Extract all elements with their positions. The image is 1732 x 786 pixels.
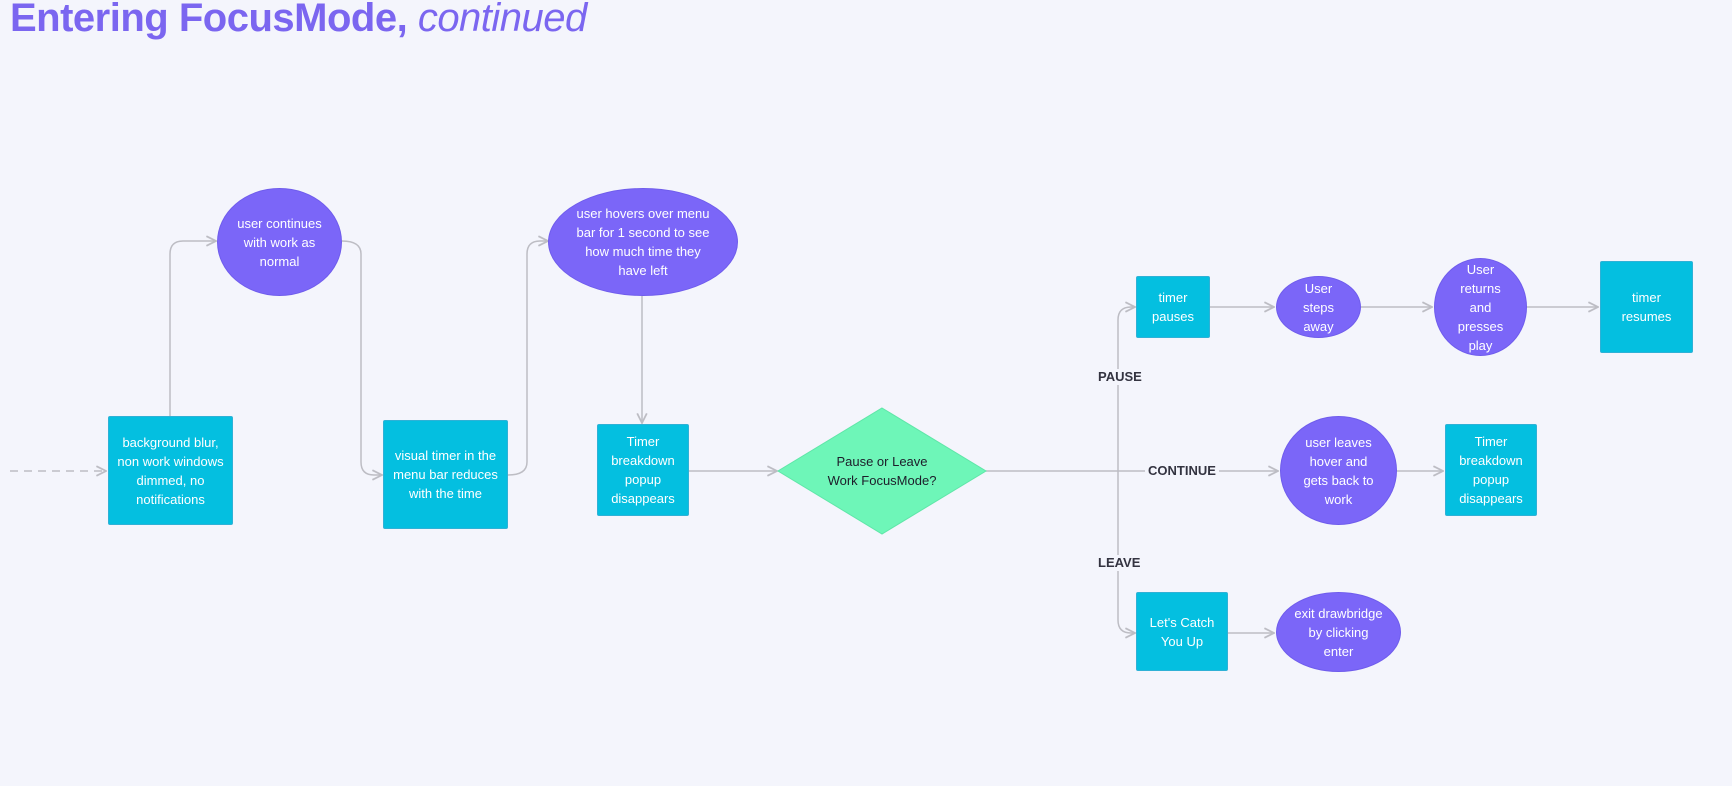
node-timer-breakdown-disappears-label: Timer breakdown popup disappears (611, 434, 675, 506)
node-user-leaves-hover-label: user leaves hover and gets back to work (1303, 434, 1374, 507)
node-user-returns-label: User returns and presses play (1457, 261, 1504, 353)
node-timer-pauses[interactable]: timer pauses (1136, 276, 1210, 338)
node-visual-timer[interactable]: visual timer in the menu bar reduces wit… (383, 420, 508, 529)
edge-blur-to-continues (169, 241, 216, 416)
edge-label-leave: LEAVE (1095, 555, 1144, 571)
node-user-continues[interactable]: user continues with work as normal (217, 188, 342, 296)
edge-branch-pause (1117, 307, 1135, 471)
node-timer-breakdown-disappears-2[interactable]: Timer breakdown popup disappears (1445, 424, 1537, 516)
edge-branch-leave (1117, 471, 1135, 633)
node-exit-drawbridge-label: exit drawbridge by clicking enter (1294, 605, 1383, 659)
edge-label-continue: CONTINUE (1145, 463, 1219, 479)
title-main: Entering FocusMode, (10, 0, 408, 40)
node-timer-resumes[interactable]: timer resumes (1600, 261, 1693, 353)
decision-label[interactable]: Pause or Leave Work FocusMode? (827, 454, 937, 488)
edge-continues-to-timer (341, 240, 382, 475)
node-timer-breakdown-disappears[interactable]: Timer breakdown popup disappears (597, 424, 689, 516)
node-timer-breakdown-disappears-2-label: Timer breakdown popup disappears (1459, 434, 1523, 506)
decision-diamond (777, 407, 987, 535)
page-title: Entering FocusMode, continued (10, 0, 587, 41)
node-visual-timer-label: visual timer in the menu bar reduces wit… (393, 448, 498, 501)
node-user-leaves-hover[interactable]: user leaves hover and gets back to work (1280, 416, 1397, 525)
edge-timer-to-hovers (507, 241, 548, 476)
node-timer-pauses-label: timer pauses (1152, 290, 1194, 324)
node-user-returns[interactable]: User returns and presses play (1434, 258, 1527, 356)
title-suffix: continued (417, 0, 587, 40)
node-background-blur-label: background blur, non work windows dimmed… (117, 434, 224, 507)
node-user-steps-away-label: User steps away (1302, 280, 1335, 334)
node-timer-resumes-label: timer resumes (1621, 290, 1672, 324)
node-user-hovers-label: user hovers over menu bar for 1 second t… (576, 206, 710, 278)
node-user-continues-label: user continues with work as normal (237, 215, 322, 269)
node-lets-catch-up-label: Let's Catch You Up (1149, 614, 1215, 649)
node-background-blur[interactable]: background blur, non work windows dimmed… (108, 416, 233, 525)
node-user-steps-away[interactable]: User steps away (1276, 276, 1361, 338)
edge-label-pause: PAUSE (1095, 369, 1145, 385)
node-exit-drawbridge[interactable]: exit drawbridge by clicking enter (1276, 592, 1401, 672)
node-lets-catch-up[interactable]: Let's Catch You Up (1136, 592, 1228, 671)
node-user-hovers[interactable]: user hovers over menu bar for 1 second t… (548, 188, 738, 296)
